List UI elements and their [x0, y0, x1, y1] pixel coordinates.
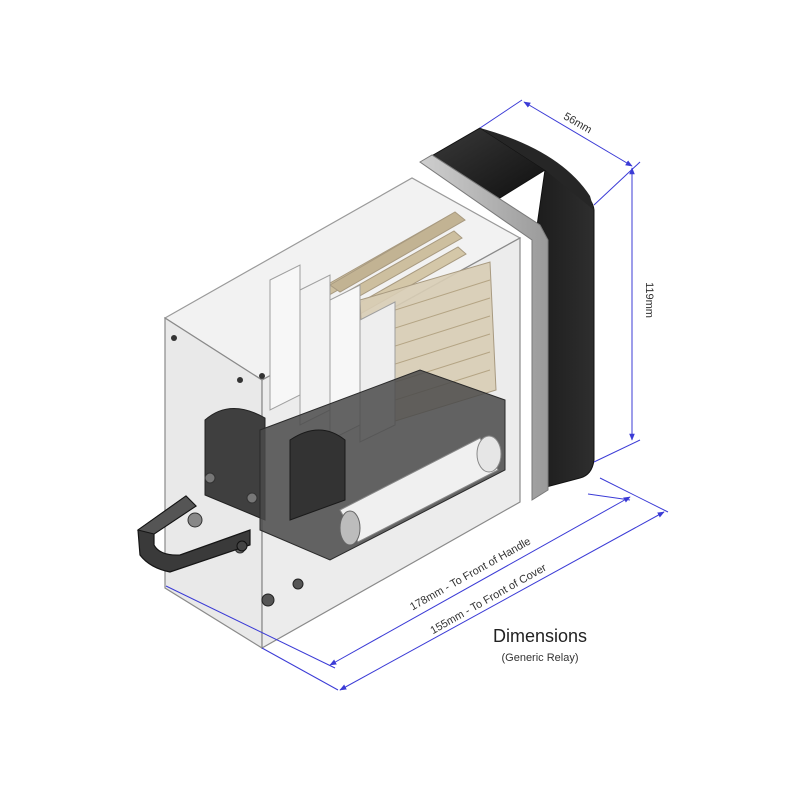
height-label: 119mm [643, 282, 655, 318]
relay-handle[interactable] [136, 495, 251, 573]
relay-mounting-frame [419, 154, 549, 501]
dimension-lines [165, 99, 669, 691]
depth-label: 56mm [561, 111, 593, 137]
diagram-title: Dimensions [492, 626, 588, 646]
diagram-subtitle: (Generic Relay) [501, 652, 579, 664]
cover-length-dimension-line [339, 511, 665, 691]
depth-dimension-line [523, 101, 633, 167]
relay-back-case [427, 127, 595, 491]
